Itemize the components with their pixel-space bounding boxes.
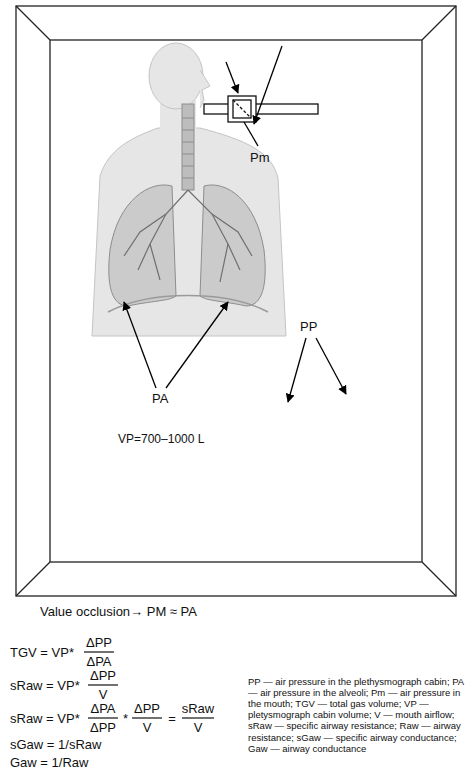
plethysmograph-cabin [16, 6, 456, 596]
fraction-denominator: V [130, 720, 164, 735]
fraction-numerator: ΔPA [86, 701, 120, 716]
fraction-denominator: V [86, 687, 120, 702]
trachea [182, 104, 194, 190]
fraction-denominator: ΔPP [86, 720, 120, 735]
fraction-denominator: V [180, 720, 216, 735]
fraction-numerator: ΔPP [130, 701, 164, 716]
formula-text: sRaw = VP* [10, 711, 80, 726]
fraction-numerator: sRaw [180, 701, 216, 716]
leader-arrows [124, 46, 346, 402]
fraction-denominator: ΔPA [82, 654, 116, 669]
formula-text: Value occlusion→ PM ≈ PA [40, 604, 197, 619]
human-figure [92, 43, 286, 336]
right-lung [200, 185, 265, 306]
abbreviation-key: PP — air pressure in the plethysmograph … [248, 676, 466, 754]
fraction-numerator: ΔPP [86, 668, 120, 683]
pressure-label: Pm [250, 150, 270, 165]
formula-text: TGV = VP* [10, 645, 74, 660]
left-lung [109, 185, 176, 306]
pressure-label: PA [152, 391, 168, 406]
volume-label: VP=700–1000 L [118, 432, 204, 447]
mouthpiece-valve [204, 96, 318, 122]
operator: * [121, 711, 130, 726]
formula-text: sGaw = 1/sRaw [10, 737, 101, 752]
pressure-label: PP [300, 319, 317, 334]
formula-text: Gaw = 1/Raw [10, 755, 88, 770]
operator: = [166, 711, 178, 726]
fraction-numerator: ΔPP [82, 635, 116, 650]
formula-text: sRaw = VP* [10, 678, 80, 693]
